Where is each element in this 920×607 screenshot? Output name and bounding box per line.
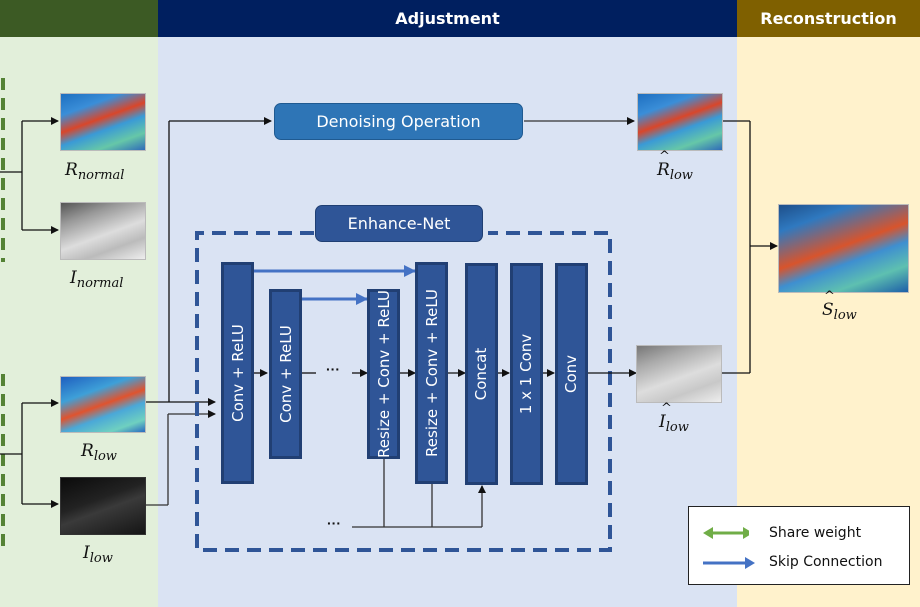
ellipsis-middle: ··· xyxy=(326,361,340,377)
i-normal-label: Inormal xyxy=(70,268,124,291)
adjustment-header: Adjustment xyxy=(158,0,737,37)
r-low-label: Rlow xyxy=(81,441,117,464)
r-low-connector xyxy=(145,117,272,406)
i-low-connector xyxy=(145,410,216,506)
denoising-operation-box: Denoising Operation xyxy=(274,103,523,140)
i-hat-low-label: Ilow xyxy=(659,401,689,435)
legend-arrows-2 xyxy=(703,557,755,569)
legend-arrows xyxy=(703,527,749,539)
block-1x1-conv: 1 x 1 Conv xyxy=(510,263,543,485)
skip-connection-arrow-icon xyxy=(703,557,755,569)
legend-skip-connection-label: Skip Connection xyxy=(769,554,883,570)
s-hat-low-image xyxy=(778,204,909,293)
r-normal-image xyxy=(60,93,146,151)
block-resize-conv-relu-2: Resize + Conv + ReLU xyxy=(415,262,448,484)
legend: Share weight Skip Connection xyxy=(688,506,910,585)
s-hat-low-label: Slow xyxy=(822,289,857,323)
reconstruction-connector xyxy=(722,120,778,374)
i-low-image xyxy=(60,477,146,535)
normal-split-connector xyxy=(0,117,59,234)
block-concat: Concat xyxy=(465,263,498,485)
block-conv: Conv xyxy=(555,263,588,485)
low-split-connector xyxy=(0,399,59,508)
decomposition-header xyxy=(0,0,158,37)
i-hat-low-image xyxy=(636,345,722,403)
reconstruction-header: Reconstruction xyxy=(737,0,920,37)
enhance-net-label: Enhance-Net xyxy=(315,205,483,242)
block-resize-conv-relu-1: Resize + Conv + ReLU xyxy=(367,289,400,459)
legend-share-weight-label: Share weight xyxy=(769,525,862,541)
ellipsis-bottom: ··· xyxy=(327,515,341,531)
block-conv-relu-2: Conv + ReLU xyxy=(269,289,302,459)
i-normal-image xyxy=(60,202,146,260)
r-normal-label: Rnormal xyxy=(65,160,125,183)
block-conv-relu-1: Conv + ReLU xyxy=(221,262,254,484)
r-hat-low-image xyxy=(637,93,723,151)
share-weight-double-arrow-icon xyxy=(703,527,749,539)
concat-feed-connector xyxy=(352,458,486,528)
i-low-label: Ilow xyxy=(83,543,113,566)
enhance-net-dashed-border xyxy=(195,231,612,552)
r-low-image xyxy=(60,376,146,433)
r-hat-low-label: Rlow xyxy=(657,149,693,183)
